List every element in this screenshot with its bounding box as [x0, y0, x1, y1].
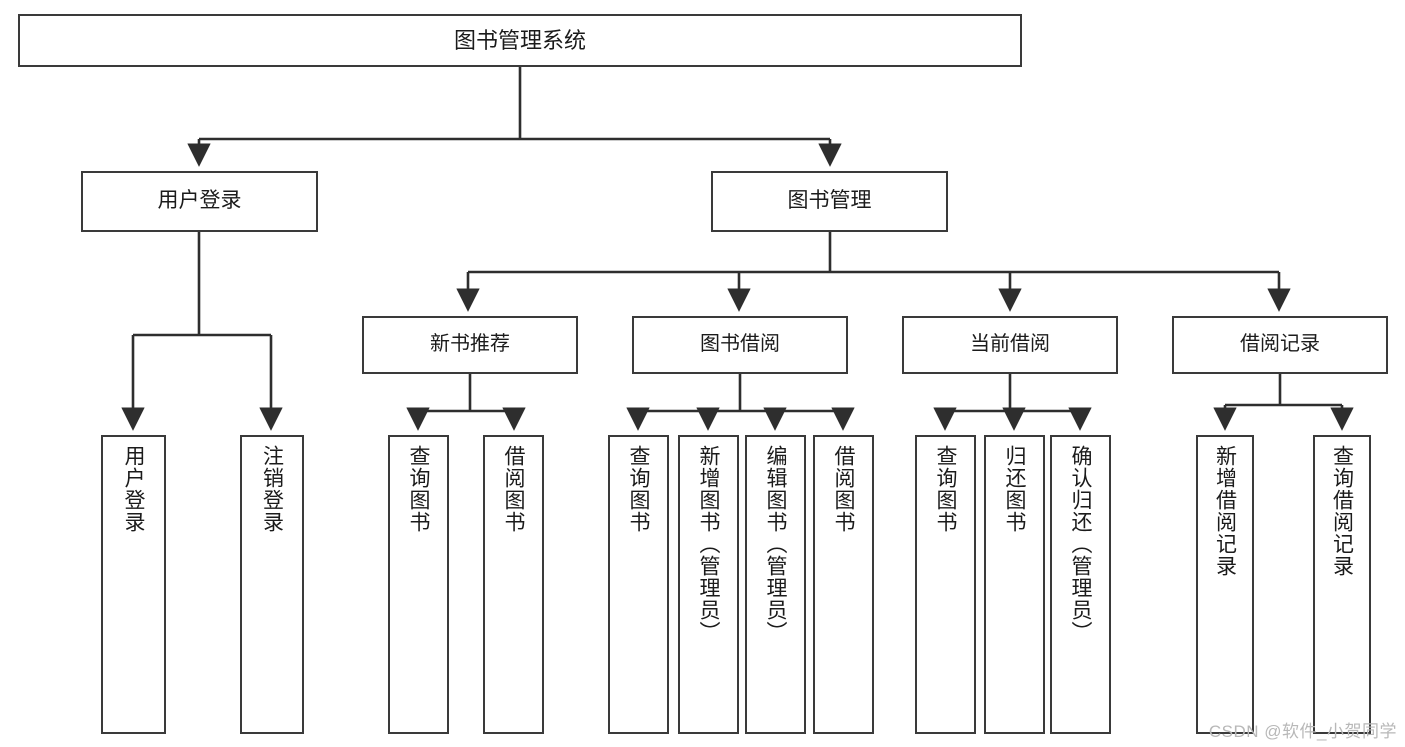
node-leaf-add-book[interactable]: 新增图书（管理员） — [678, 435, 739, 734]
node-current-borrow[interactable]: 当前借阅 — [902, 316, 1118, 374]
node-leaf-borrow-book-b-label: 借阅图书 — [832, 445, 855, 533]
node-leaf-confirm-return[interactable]: 确认归还（管理员） — [1050, 435, 1111, 734]
node-book-borrow[interactable]: 图书借阅 — [632, 316, 848, 374]
node-leaf-return-book[interactable]: 归还图书 — [984, 435, 1045, 734]
node-leaf-query-book-b[interactable]: 查询图书 — [608, 435, 669, 734]
node-leaf-query-book-c-label: 查询图书 — [934, 445, 957, 533]
node-leaf-add-record-label: 新增借阅记录 — [1213, 445, 1237, 577]
node-book-manage[interactable]: 图书管理 — [711, 171, 948, 232]
node-leaf-borrow-book-rec-label: 借阅图书 — [502, 445, 525, 533]
node-leaf-borrow-book-rec[interactable]: 借阅图书 — [483, 435, 544, 734]
node-leaf-edit-book-label: 编辑图书（管理员） — [764, 445, 787, 643]
node-leaf-user-login-label: 用户登录 — [122, 445, 145, 533]
node-borrow-record-label: 借阅记录 — [1240, 333, 1320, 356]
node-leaf-return-book-label: 归还图书 — [1003, 445, 1026, 533]
node-new-book-rec[interactable]: 新书推荐 — [362, 316, 578, 374]
node-root-label: 图书管理系统 — [453, 27, 586, 53]
node-user-login[interactable]: 用户登录 — [81, 171, 318, 232]
node-leaf-logout-label: 注销登录 — [260, 445, 284, 533]
node-leaf-query-book-c[interactable]: 查询图书 — [915, 435, 976, 734]
node-current-borrow-label: 当前借阅 — [970, 333, 1050, 356]
node-new-book-rec-label: 新书推荐 — [430, 333, 510, 356]
node-leaf-query-book-b-label: 查询图书 — [627, 445, 650, 533]
node-leaf-query-book-rec[interactable]: 查询图书 — [388, 435, 449, 734]
node-leaf-add-record[interactable]: 新增借阅记录 — [1196, 435, 1254, 734]
node-leaf-confirm-return-label: 确认归还（管理员） — [1069, 445, 1092, 643]
node-leaf-user-login[interactable]: 用户登录 — [101, 435, 166, 734]
node-leaf-query-record[interactable]: 查询借阅记录 — [1313, 435, 1371, 734]
node-leaf-edit-book[interactable]: 编辑图书（管理员） — [745, 435, 806, 734]
node-leaf-query-book-rec-label: 查询图书 — [407, 445, 430, 533]
node-book-borrow-label: 图书借阅 — [700, 333, 780, 356]
node-leaf-borrow-book-b[interactable]: 借阅图书 — [813, 435, 874, 734]
node-leaf-logout[interactable]: 注销登录 — [240, 435, 304, 734]
watermark: CSDN @软件_小贺同学 — [1208, 722, 1397, 741]
node-book-manage-label: 图书管理 — [787, 189, 872, 213]
node-borrow-record[interactable]: 借阅记录 — [1172, 316, 1388, 374]
node-root[interactable]: 图书管理系统 — [18, 14, 1022, 67]
node-leaf-query-record-label: 查询借阅记录 — [1330, 445, 1354, 577]
node-user-login-label: 用户登录 — [157, 189, 242, 213]
node-leaf-add-book-label: 新增图书（管理员） — [697, 445, 720, 643]
